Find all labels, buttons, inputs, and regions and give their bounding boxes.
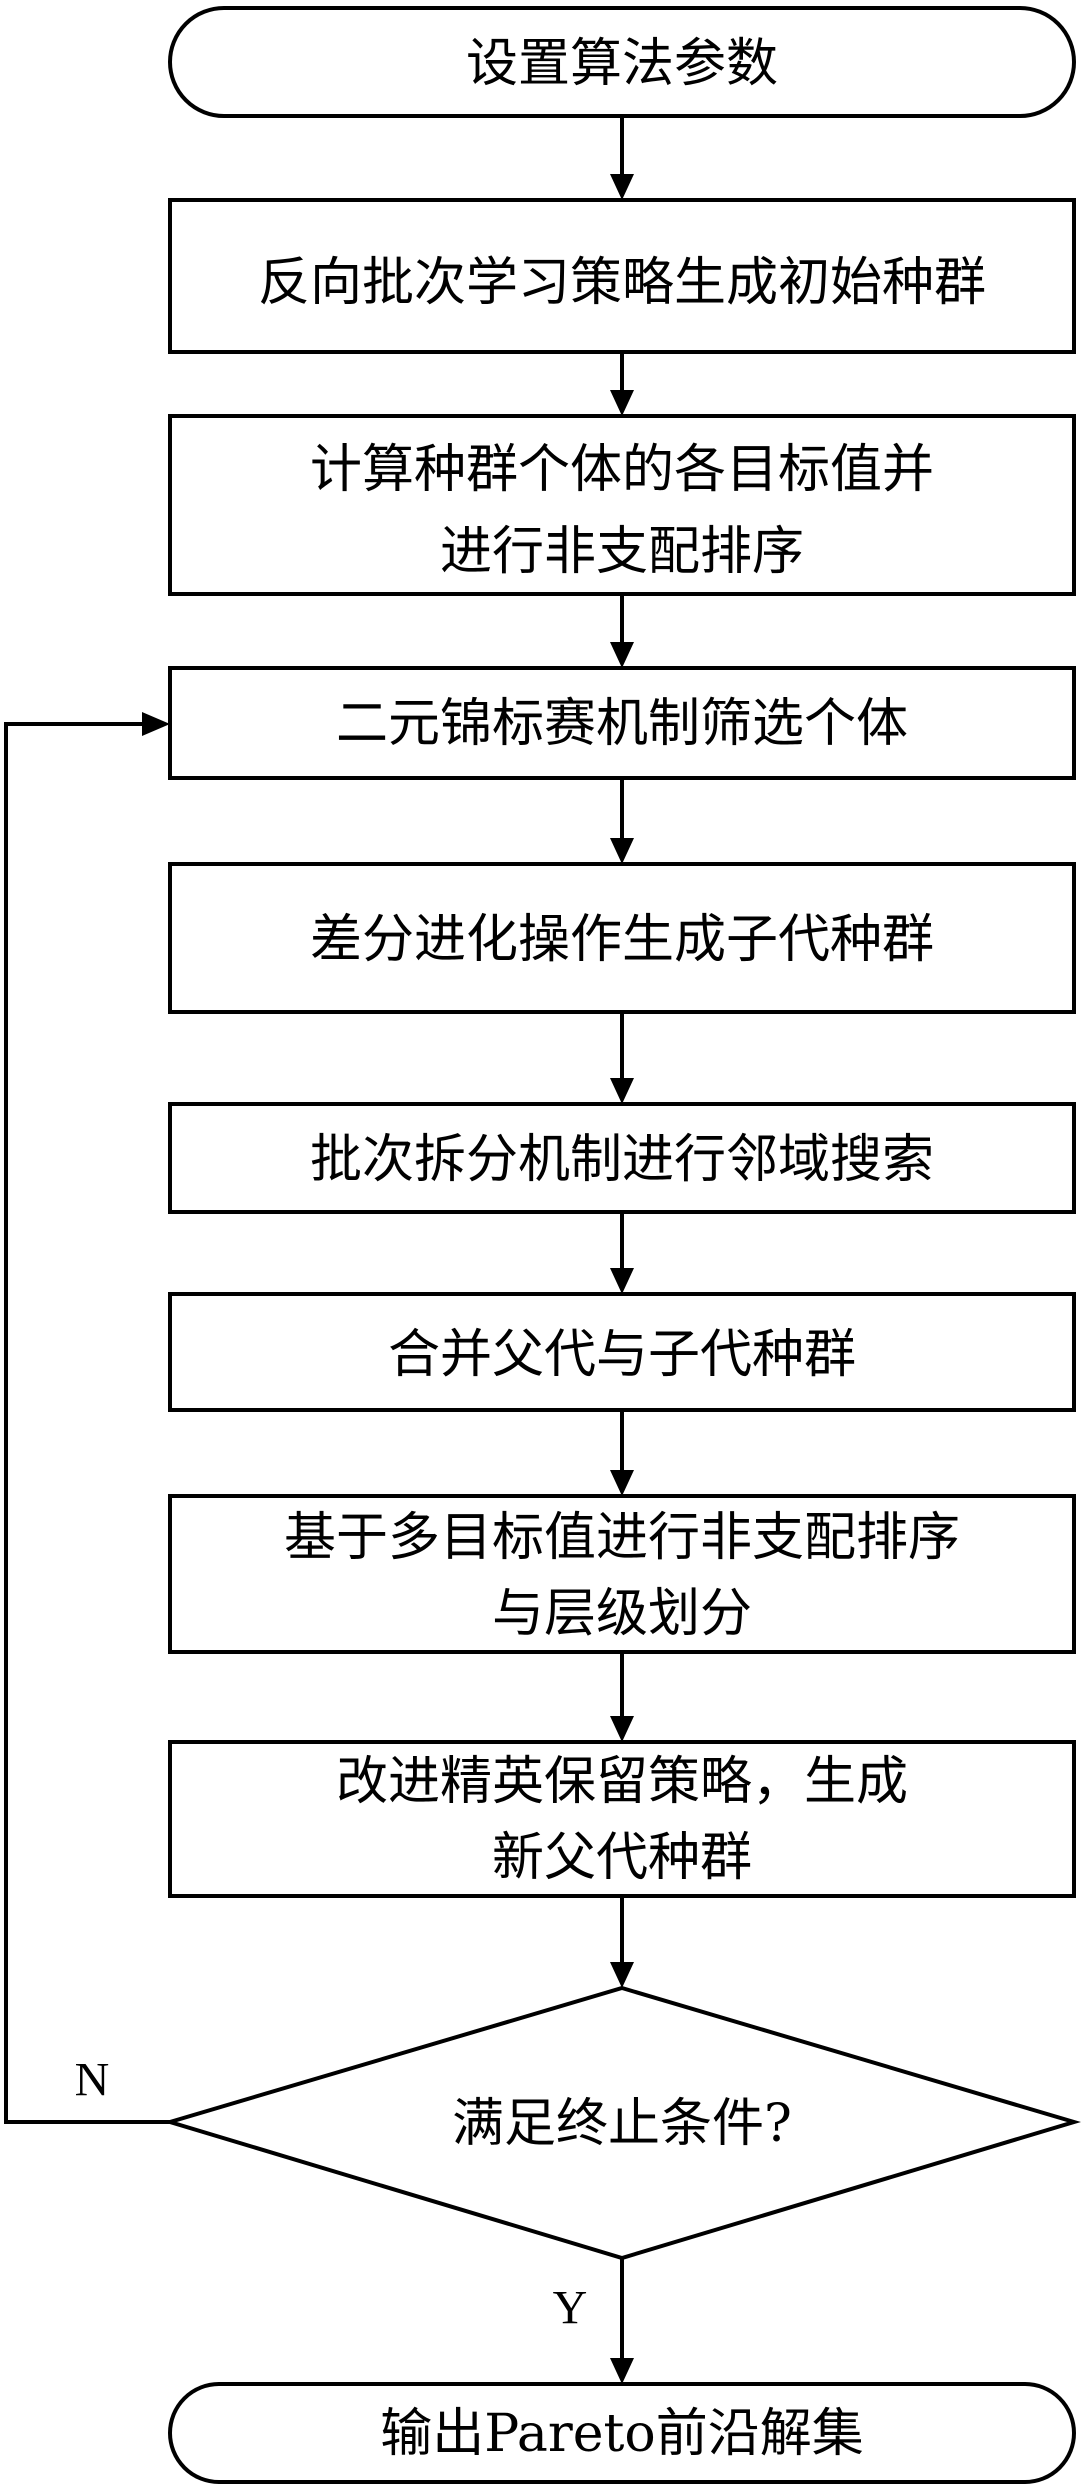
end-node bbox=[168, 2382, 1076, 2484]
arrow-start-step1-head bbox=[610, 174, 634, 200]
step7-box bbox=[168, 1494, 1076, 1654]
step4-box bbox=[168, 862, 1076, 1014]
arrow-step6-step7-head bbox=[610, 1470, 634, 1496]
yes-label: Y bbox=[553, 2282, 588, 2335]
no-label: N bbox=[75, 2054, 110, 2107]
end-label: 输出Pareto前沿解集 bbox=[380, 2404, 864, 2464]
step2-label-line2: 进行非支配排序 bbox=[440, 522, 804, 582]
loop-back-head bbox=[142, 712, 170, 736]
step5-box bbox=[168, 1102, 1076, 1214]
arrow-step3-step4-head bbox=[610, 838, 634, 864]
step6-box bbox=[168, 1292, 1076, 1412]
step4-label: 差分进化操作生成子代种群 bbox=[310, 910, 934, 970]
step3-label: 二元锦标赛机制筛选个体 bbox=[336, 694, 908, 754]
loop-back-line bbox=[4, 722, 170, 2124]
arrow-step8-decision-head bbox=[610, 1962, 634, 1988]
step1-box bbox=[168, 198, 1076, 354]
arrow-step2-step3-head bbox=[610, 642, 634, 668]
step8-label-line2: 新父代种群 bbox=[492, 1828, 752, 1888]
decision-label: 满足终止条件? bbox=[452, 2094, 792, 2154]
step8-label-line1: 改进精英保留策略，生成 bbox=[336, 1752, 908, 1812]
start-label: 设置算法参数 bbox=[466, 34, 778, 94]
arrow-step7-step8-head bbox=[610, 1716, 634, 1742]
arrow-step1-step2-head bbox=[610, 390, 634, 416]
step7-label-line2: 与层级划分 bbox=[492, 1584, 752, 1644]
arrow-step5-step6-head bbox=[610, 1268, 634, 1294]
step2-label-line1: 计算种群个体的各目标值并 bbox=[310, 440, 934, 500]
arrow-decision-end-head bbox=[610, 2358, 634, 2384]
step7-label-line1: 基于多目标值进行非支配排序 bbox=[284, 1508, 960, 1568]
step8-box bbox=[168, 1740, 1076, 1898]
step6-label: 合并父代与子代种群 bbox=[388, 1325, 856, 1385]
step5-label: 批次拆分机制进行邻域搜索 bbox=[310, 1130, 934, 1190]
step3-box bbox=[168, 666, 1076, 780]
arrow-step4-step5-head bbox=[610, 1078, 634, 1104]
step1-label: 反向批次学习策略生成初始种群 bbox=[258, 253, 986, 313]
